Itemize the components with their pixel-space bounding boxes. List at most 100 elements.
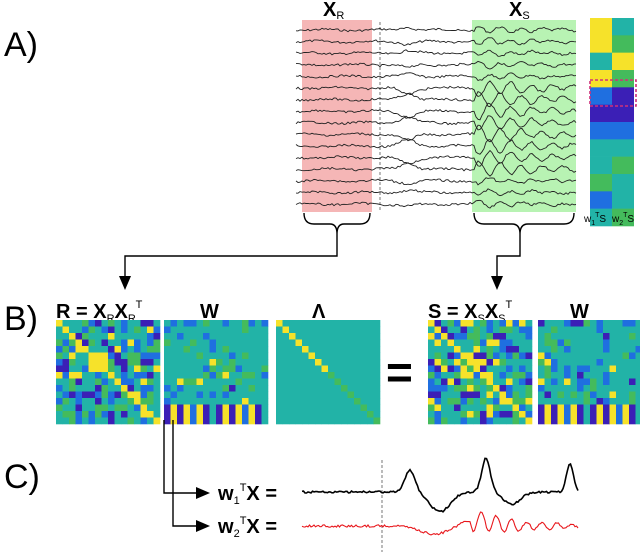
matrix-cell — [222, 333, 230, 340]
matrix-cell — [183, 326, 191, 334]
matrix-cell — [321, 339, 329, 347]
matrix-cell — [216, 346, 223, 353]
matrix-cell — [95, 346, 102, 353]
matrix-cell — [203, 372, 210, 379]
matrix-cell — [153, 417, 161, 425]
matrix-cell — [493, 333, 500, 340]
matrix-cell — [486, 359, 494, 366]
matrix-cell — [177, 417, 184, 425]
matrix-cell — [101, 372, 109, 379]
matrix-cell — [248, 372, 256, 379]
matrix-cell — [321, 411, 329, 418]
matrix-cell — [295, 378, 303, 386]
matrix-cell — [347, 417, 355, 425]
matrix-cell — [88, 398, 96, 405]
matrix-cell — [367, 352, 374, 360]
matrix-cell — [564, 404, 571, 412]
matrix-cell — [334, 333, 342, 340]
matrix-cell — [164, 391, 171, 399]
eeg-trace — [295, 188, 577, 197]
matrix-cell — [134, 411, 141, 418]
matrix-cell — [557, 398, 565, 405]
matrix-cell — [557, 385, 565, 392]
eeg-trace — [295, 177, 577, 186]
matrix-cell — [114, 326, 122, 334]
matrix-cell — [216, 359, 223, 366]
matrix-cell — [493, 320, 500, 327]
matrix-cell — [321, 359, 329, 366]
matrix-cell — [428, 417, 435, 425]
matrix-cell — [354, 339, 361, 347]
matrix-cell — [170, 411, 178, 418]
matrix-cell — [428, 411, 435, 418]
matrix-cell — [373, 365, 381, 373]
matrix-cell — [170, 346, 178, 353]
matrix-cell — [447, 411, 455, 418]
matrix-cell — [282, 398, 290, 405]
matrix-cell — [454, 320, 461, 327]
matrix-cell — [101, 326, 109, 334]
matrix-cell — [499, 404, 507, 412]
matrix-cell — [229, 359, 236, 366]
matrix-cell — [354, 398, 361, 405]
matrix-cell — [564, 391, 571, 399]
matrix-cell — [315, 385, 322, 392]
matrix-cell — [354, 372, 361, 379]
matrix-cell — [203, 346, 210, 353]
w2-projection-strip — [612, 18, 634, 227]
strip-cell — [612, 191, 634, 209]
matrix-cell — [127, 326, 135, 334]
matrix-cell — [127, 352, 135, 360]
matrix-cell — [603, 404, 610, 412]
matrix-cell — [512, 391, 520, 399]
matrix-cell — [164, 385, 171, 392]
matrix-cell — [255, 391, 262, 399]
matrix-cell — [164, 320, 171, 327]
matrix-cell — [75, 411, 83, 418]
matrix-cell — [596, 333, 604, 340]
matrix-cell — [308, 346, 316, 353]
matrix-cell — [295, 385, 303, 392]
matrix-cell — [282, 352, 290, 360]
reference-window — [302, 20, 372, 212]
matrix-cell — [499, 346, 507, 353]
matrix-cell — [127, 359, 135, 366]
matrix-cell — [551, 378, 558, 386]
matrix-cell — [69, 404, 76, 412]
matrix-cell — [56, 398, 63, 405]
matrix-cell — [321, 385, 329, 392]
xs-label: XS — [509, 0, 530, 22]
matrix-cell — [454, 372, 461, 379]
matrix-cell — [493, 411, 500, 418]
matrix-cell — [147, 378, 154, 386]
matrix-cell — [216, 391, 223, 399]
matrix-cell — [373, 333, 381, 340]
matrix-cell — [454, 352, 461, 360]
matrix-cell — [622, 359, 630, 366]
matrix-cell — [603, 352, 610, 360]
matrix-cell — [551, 333, 558, 340]
matrix-cell — [134, 391, 141, 399]
matrix-cell — [255, 346, 262, 353]
matrix-cell — [114, 346, 122, 353]
matrix-cell — [321, 398, 329, 405]
matrix-cell — [95, 378, 102, 386]
matrix-cell — [295, 333, 303, 340]
matrix-cell — [255, 378, 262, 386]
matrix-cell — [108, 333, 115, 340]
matrix-cell — [114, 417, 122, 425]
matrix-cell — [367, 398, 374, 405]
matrix-cell — [108, 391, 115, 399]
matrix-cell — [62, 417, 70, 425]
matrix-cell — [216, 385, 223, 392]
matrix-cell — [315, 326, 322, 334]
matrix-cell — [62, 372, 70, 379]
matrix-cell — [134, 372, 141, 379]
matrix-cell — [499, 326, 507, 334]
matrix-cell — [282, 326, 290, 334]
matrix-cell — [209, 346, 217, 353]
matrix-cell — [629, 333, 636, 340]
matrix-cell — [583, 346, 591, 353]
matrix-cell — [242, 404, 249, 412]
lambda-label: Λ — [312, 301, 326, 323]
